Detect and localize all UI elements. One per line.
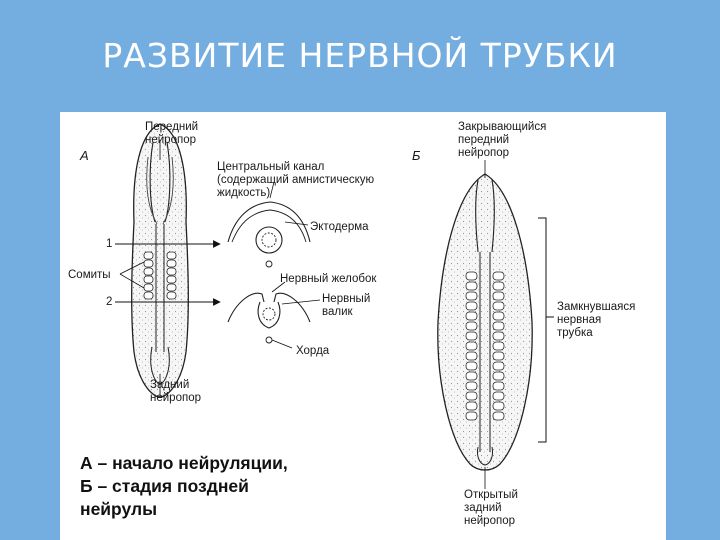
- label-open-posterior-neuropore-2: задний: [464, 502, 502, 514]
- label-closing-anterior-neuropore-3: нейропор: [458, 147, 509, 159]
- label-central-canal-3: жидкость): [217, 187, 270, 199]
- label-closed-neural-tube-1: Замкнувшаяся: [557, 301, 635, 313]
- label-chord: Хорда: [296, 345, 330, 357]
- slide-title: РАЗВИТИЕ НЕРВНОЙ ТРУБКИ: [102, 36, 618, 75]
- figure-caption: А – начало нейруляции, Б – стадия поздне…: [80, 452, 288, 521]
- caption-line-3: нейрулы: [80, 499, 158, 519]
- embryo-figure: А Передний нейропор Центральный канал (с…: [60, 112, 666, 540]
- panel-b-letter: Б: [412, 148, 421, 163]
- label-somites: Сомиты: [68, 269, 111, 281]
- label-section-1: 1: [106, 238, 112, 250]
- label-ectoderm: Эктодерма: [310, 221, 369, 233]
- label-anterior-neuropore-1: Передний: [145, 121, 198, 133]
- embryo-a: [131, 123, 189, 398]
- cross-section-1: [227, 201, 311, 268]
- label-section-2: 2: [106, 296, 112, 308]
- label-central-canal-2: (содержащий амнистическую: [217, 174, 375, 186]
- label-anterior-neuropore-2: нейропор: [145, 134, 196, 146]
- somites-b: [465, 271, 505, 421]
- label-posterior-neuropore-2: нейропор: [150, 392, 201, 404]
- figure-drawing: А Передний нейропор Центральный канал (с…: [68, 121, 635, 527]
- label-neural-fold-1: Нервный: [322, 293, 370, 305]
- label-neural-groove: Нервный желобок: [280, 273, 377, 285]
- label-central-canal-1: Центральный канал: [217, 161, 324, 173]
- label-closed-neural-tube-3: трубка: [557, 327, 593, 339]
- label-closing-anterior-neuropore-2: передний: [458, 134, 509, 146]
- label-posterior-neuropore-1: Задний: [150, 379, 189, 391]
- label-closing-anterior-neuropore-1: Закрывающийся: [458, 121, 546, 133]
- label-neural-fold-2: валик: [322, 306, 354, 318]
- label-closed-neural-tube-2: нервная: [557, 314, 601, 326]
- label-open-posterior-neuropore-3: нейропор: [464, 515, 515, 527]
- caption-line-2: Б – стадия поздней: [80, 476, 249, 496]
- somites-a: [143, 251, 177, 300]
- panel-a-letter: А: [79, 148, 89, 163]
- label-open-posterior-neuropore-1: Открытый: [464, 489, 518, 501]
- embryo-b: [437, 173, 533, 471]
- caption-line-1: А – начало нейруляции,: [80, 453, 288, 473]
- cross-section-2: [227, 292, 311, 344]
